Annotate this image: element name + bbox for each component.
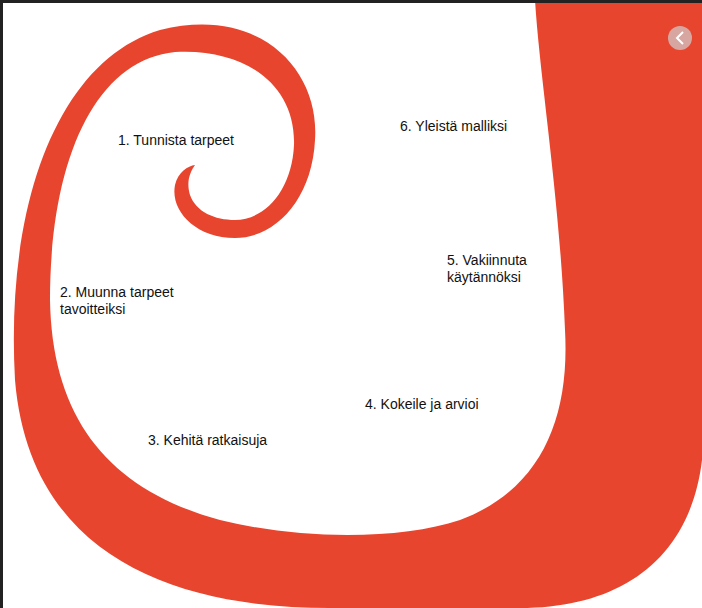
step-label: 5. Vakiinnuta käytännöksi <box>447 252 547 286</box>
step-label: 4. Kokeile ja arvioi <box>365 396 479 413</box>
frame-top <box>0 0 702 3</box>
frame-left <box>0 0 3 608</box>
step-label: 6. Yleistä malliksi <box>400 118 507 135</box>
spiral-band <box>14 0 702 608</box>
step-label: 2. Muunna tarpeet tavoitteiksi <box>60 284 195 318</box>
nav-chevron <box>677 32 683 44</box>
nav-button <box>668 26 692 50</box>
step-label: 3. Kehitä ratkaisuja <box>148 432 267 449</box>
step-label: 1. Tunnista tarpeet <box>118 132 234 149</box>
